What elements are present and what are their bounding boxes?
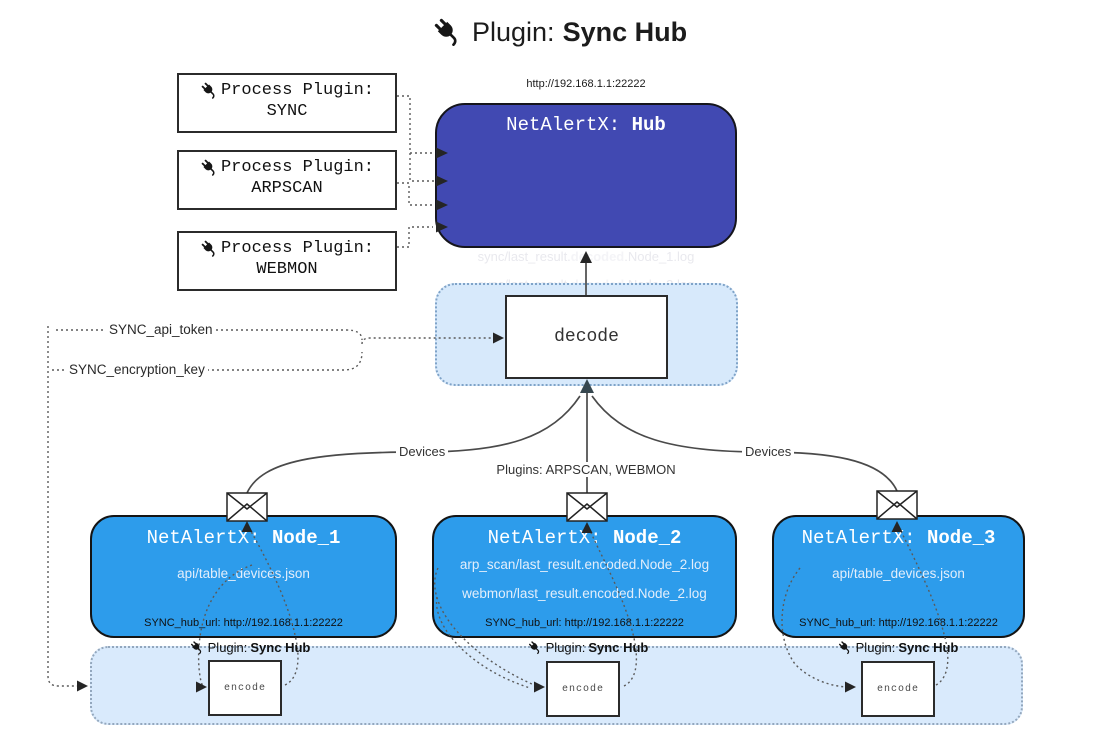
page-title: Plugin: Sync Hub — [432, 16, 752, 48]
node-title: NetAlertX: Node_1 — [146, 527, 341, 549]
encode-label: encode — [876, 683, 919, 695]
encode-label: encode — [223, 682, 266, 694]
title-name: Sync Hub — [562, 16, 688, 47]
hub-title: NetAlertX: Hub — [506, 114, 666, 136]
node-hub-url: SYNC_hub_url: http://192.168.1.1:22222 — [799, 617, 998, 629]
plug-icon — [200, 81, 219, 100]
process-plugin-label: Process Plugin: — [220, 158, 375, 177]
hub-log-line: sync/last_result.decoded.Node_1.log — [477, 249, 695, 264]
plug-icon — [432, 16, 464, 48]
process-plugin-name: ARPSCAN — [251, 179, 323, 198]
title-label: Plugin: — [472, 16, 555, 47]
node-file: webmon/last_result.encoded.Node_2.log — [462, 586, 707, 601]
encode-box: encode — [546, 661, 620, 717]
node-2-box: NetAlertX: Node_2 arp_scan/last_result.e… — [432, 515, 737, 638]
node-file: arp_scan/last_result.encoded.Node_2.log — [459, 557, 710, 572]
process-plugin-label: Process Plugin: — [220, 81, 375, 100]
process-plugin-label: Process Plugin: — [220, 239, 375, 258]
process-plugin-webmon: Process Plugin: WEBMON — [177, 231, 397, 291]
node-title: NetAlertX: Node_2 — [487, 527, 682, 549]
encoder-plugin-label: Plugin:Sync Hub — [838, 640, 958, 655]
plug-icon — [528, 640, 543, 655]
plug-icon — [838, 640, 853, 655]
decode-box: decode — [505, 295, 668, 379]
node-hub-url: SYNC_hub_url: http://192.168.1.1:22222 — [485, 617, 684, 629]
node-1-box: NetAlertX: Node_1 api/table_devices.json… — [90, 515, 397, 638]
encode-box: encode — [208, 660, 282, 716]
node-file: api/table_devices.json — [177, 566, 310, 581]
node-3-box: NetAlertX: Node_3 api/table_devices.json… — [772, 515, 1025, 638]
hub-box: NetAlertX: Hub sync/last_result.decoded.… — [435, 103, 737, 338]
encoder-plugin-label: Plugin:Sync Hub — [190, 640, 310, 655]
encode-label: encode — [561, 683, 604, 695]
node-title: NetAlertX: Node_3 — [801, 527, 996, 549]
node-file: api/table_devices.json — [832, 566, 965, 581]
sync-api-token-label: SYNC_api_token — [106, 322, 216, 337]
decode-label: decode — [554, 327, 619, 347]
encoder-plugin-label: Plugin:Sync Hub — [528, 640, 648, 655]
process-plugin-arpscan: Process Plugin: ARPSCAN — [177, 150, 397, 210]
plug-icon — [200, 158, 219, 177]
process-plugin-sync: Process Plugin: SYNC — [177, 73, 397, 133]
devices-right-label: Devices — [742, 444, 795, 459]
encode-box: encode — [861, 661, 935, 717]
process-plugin-name: SYNC — [266, 102, 308, 121]
plugins-edge-label: Plugins: ARPSCAN, WEBMON — [493, 462, 679, 477]
devices-left-label: Devices — [396, 444, 449, 459]
plug-icon — [190, 640, 205, 655]
hub-url-label: http://192.168.1.1:22222 — [526, 78, 646, 90]
sync-encryption-key-label: SYNC_encryption_key — [66, 362, 208, 377]
node-hub-url: SYNC_hub_url: http://192.168.1.1:22222 — [144, 617, 343, 629]
process-plugin-name: WEBMON — [256, 260, 318, 279]
plug-icon — [200, 239, 219, 258]
